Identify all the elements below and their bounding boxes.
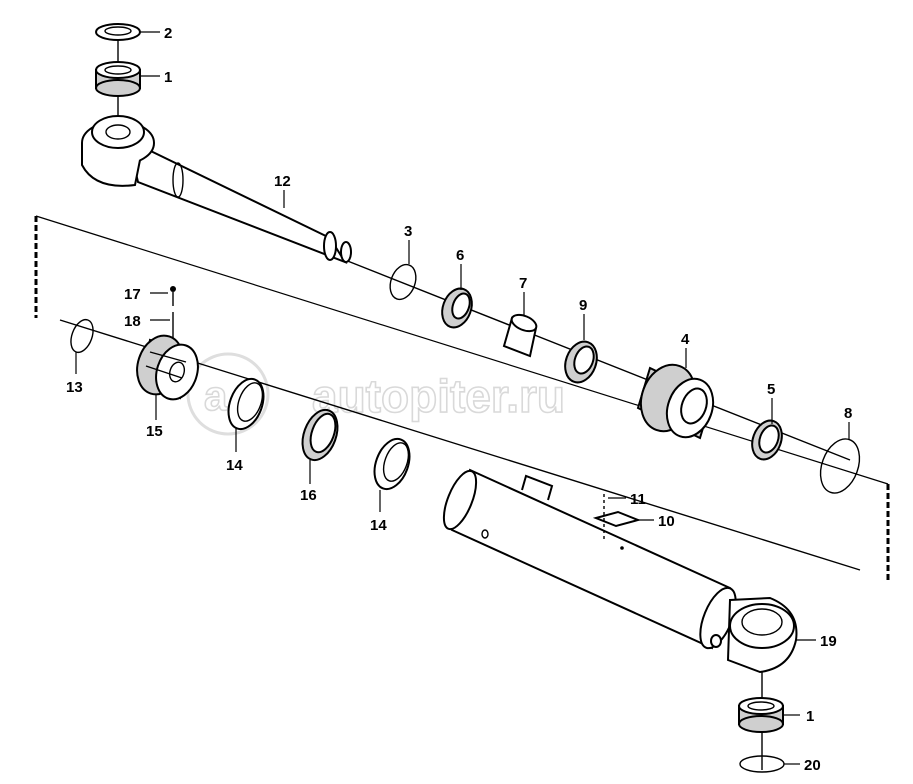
part-6-seal	[441, 287, 473, 329]
part-1-bushing-bottom	[738, 697, 784, 733]
part-9-wiper	[564, 340, 598, 384]
label-2: 2	[164, 25, 172, 42]
part-12-piston-rod	[81, 115, 352, 265]
part-15-piston	[136, 334, 199, 401]
part-2-washer	[95, 23, 141, 41]
label-13: 13	[66, 379, 83, 396]
watermark-logo-icon: a	[186, 352, 270, 436]
part-19-cylinder-tube	[442, 468, 798, 674]
label-14-a: 14	[226, 457, 243, 474]
part-14-ring-a	[227, 377, 265, 431]
label-9: 9	[579, 297, 587, 314]
part-16-ring	[301, 408, 339, 462]
label-8: 8	[844, 405, 852, 422]
part-5-ring	[751, 419, 783, 461]
label-7: 7	[519, 275, 527, 292]
part-3-o-ring	[389, 263, 417, 301]
label-16: 16	[300, 487, 317, 504]
watermark-text: autopiter.ru	[312, 370, 565, 422]
assembly-bracket	[34, 215, 890, 580]
label-20: 20	[804, 757, 821, 774]
part-13-o-ring	[70, 318, 94, 354]
label-6: 6	[456, 247, 464, 264]
label-1-top: 1	[164, 69, 172, 86]
label-15: 15	[146, 423, 163, 440]
watermark: a autopiter.ru	[186, 352, 566, 436]
svg-text:a: a	[204, 372, 228, 419]
label-1-bottom: 1	[806, 708, 814, 725]
part-7-sleeve	[502, 313, 538, 358]
label-3: 3	[404, 223, 412, 240]
label-17: 17	[124, 286, 141, 303]
part-4-gland	[636, 363, 715, 440]
label-19: 19	[820, 633, 837, 650]
label-5: 5	[767, 381, 775, 398]
label-4: 4	[681, 331, 690, 348]
label-12: 12	[274, 173, 291, 190]
part-17-screw	[170, 286, 176, 306]
label-18: 18	[124, 313, 141, 330]
leader-lines	[75, 31, 850, 765]
part-1-bushing-top	[95, 61, 141, 97]
label-11: 11	[630, 491, 646, 508]
label-10: 10	[658, 513, 675, 530]
label-14-b: 14	[370, 517, 387, 534]
part-14-ring-b	[373, 437, 411, 491]
part-8-o-ring	[819, 438, 861, 494]
callout-labels: 2 1 12 3 6 7 9 4 5 8 17 18 13 15 14 16 1…	[66, 25, 852, 774]
